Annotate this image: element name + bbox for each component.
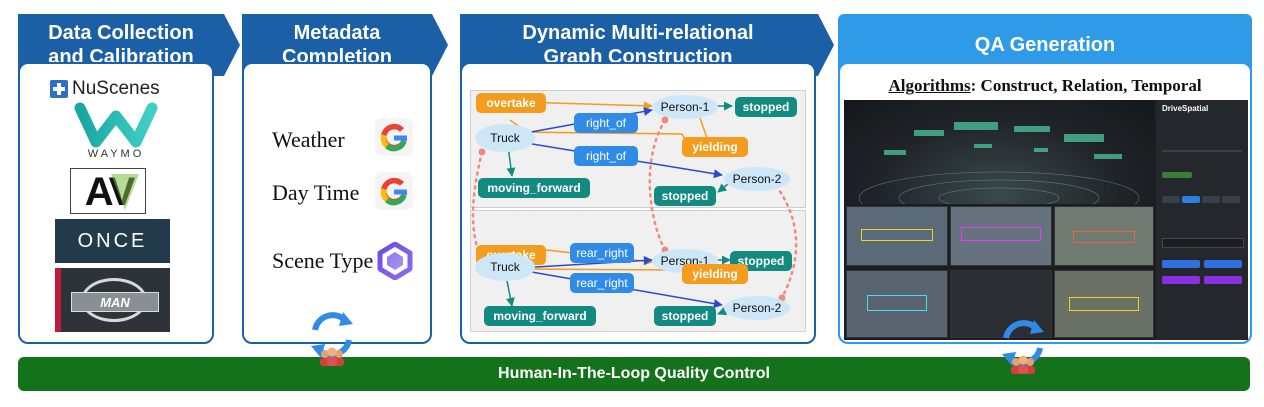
edge-label-rear-right: rear_right (570, 243, 634, 263)
stage-2-header (242, 14, 448, 76)
node-stopped: stopped (735, 97, 797, 117)
node-stopped: stopped (654, 186, 716, 206)
daytime-label: Day Time (272, 180, 360, 205)
node-person-1: Person-1 (652, 95, 718, 119)
google-icon (375, 118, 413, 156)
waymo-logo: WAYMO (66, 102, 166, 164)
once-logo: ONCE (55, 219, 170, 263)
man-logo: MAN (55, 268, 170, 332)
camera-view (950, 206, 1052, 266)
camera-view (846, 270, 948, 338)
app-action-button[interactable] (1204, 276, 1242, 284)
human-review-sync-icon (311, 312, 353, 366)
qwen-icon (377, 242, 413, 280)
camera-view (846, 206, 948, 266)
stage-4-header (838, 14, 1252, 76)
edge-label-right-of: right_of (574, 146, 638, 166)
hitl-quality-control-bar: Human-In-The-Loop Quality Control (18, 357, 1250, 391)
edge-label-rear-right: rear_right (570, 273, 634, 293)
node-truck: Truck (475, 124, 535, 152)
stage-3-header (460, 14, 834, 76)
app-title: DriveSpatial (1162, 104, 1209, 113)
av-logo: AV (70, 168, 146, 214)
node-yielding: yielding (682, 137, 748, 157)
qa-app-screenshot: DriveSpatial (844, 100, 1248, 340)
node-yielding: yielding (682, 264, 748, 284)
human-review-sync-icon (1002, 320, 1044, 374)
camera-view (1054, 270, 1154, 338)
scene-type-label: Scene Type (272, 248, 374, 273)
edge-label-right-of: right_of (574, 113, 638, 133)
app-chip[interactable] (1162, 196, 1180, 203)
weather-label: Weather (272, 127, 345, 152)
app-chip[interactable] (1202, 196, 1220, 203)
waymo-w-icon (74, 102, 158, 148)
camera-view (1054, 206, 1154, 266)
node-person-2: Person-2 (724, 167, 790, 191)
algorithms-caption: Algorithms: Construct, Relation, Tempora… (888, 76, 1202, 95)
google-icon (375, 172, 413, 210)
node-person-2: Person-2 (724, 296, 790, 320)
app-next-button[interactable] (1204, 260, 1242, 268)
node-moving-forward: moving_forward (478, 178, 590, 198)
app-side-panel: DriveSpatial (1156, 100, 1248, 340)
app-action-button[interactable] (1162, 276, 1200, 284)
nuscenes-plus-icon (50, 80, 68, 98)
app-chip[interactable] (1182, 196, 1200, 203)
point-cloud-view (844, 100, 1154, 225)
nuscenes-logo: NuScenes (50, 78, 180, 100)
app-input[interactable] (1162, 238, 1244, 248)
app-badge (1162, 172, 1192, 178)
node-truck: Truck (475, 253, 535, 281)
app-prev-button[interactable] (1162, 260, 1200, 268)
node-moving-forward: moving_forward (484, 306, 596, 326)
stage-1-header (18, 14, 240, 76)
node-stopped: stopped (654, 306, 716, 326)
stage-4-title: QA Generation (974, 34, 1116, 56)
app-chip[interactable] (1222, 196, 1240, 203)
node-overtake: overtake (476, 93, 546, 113)
